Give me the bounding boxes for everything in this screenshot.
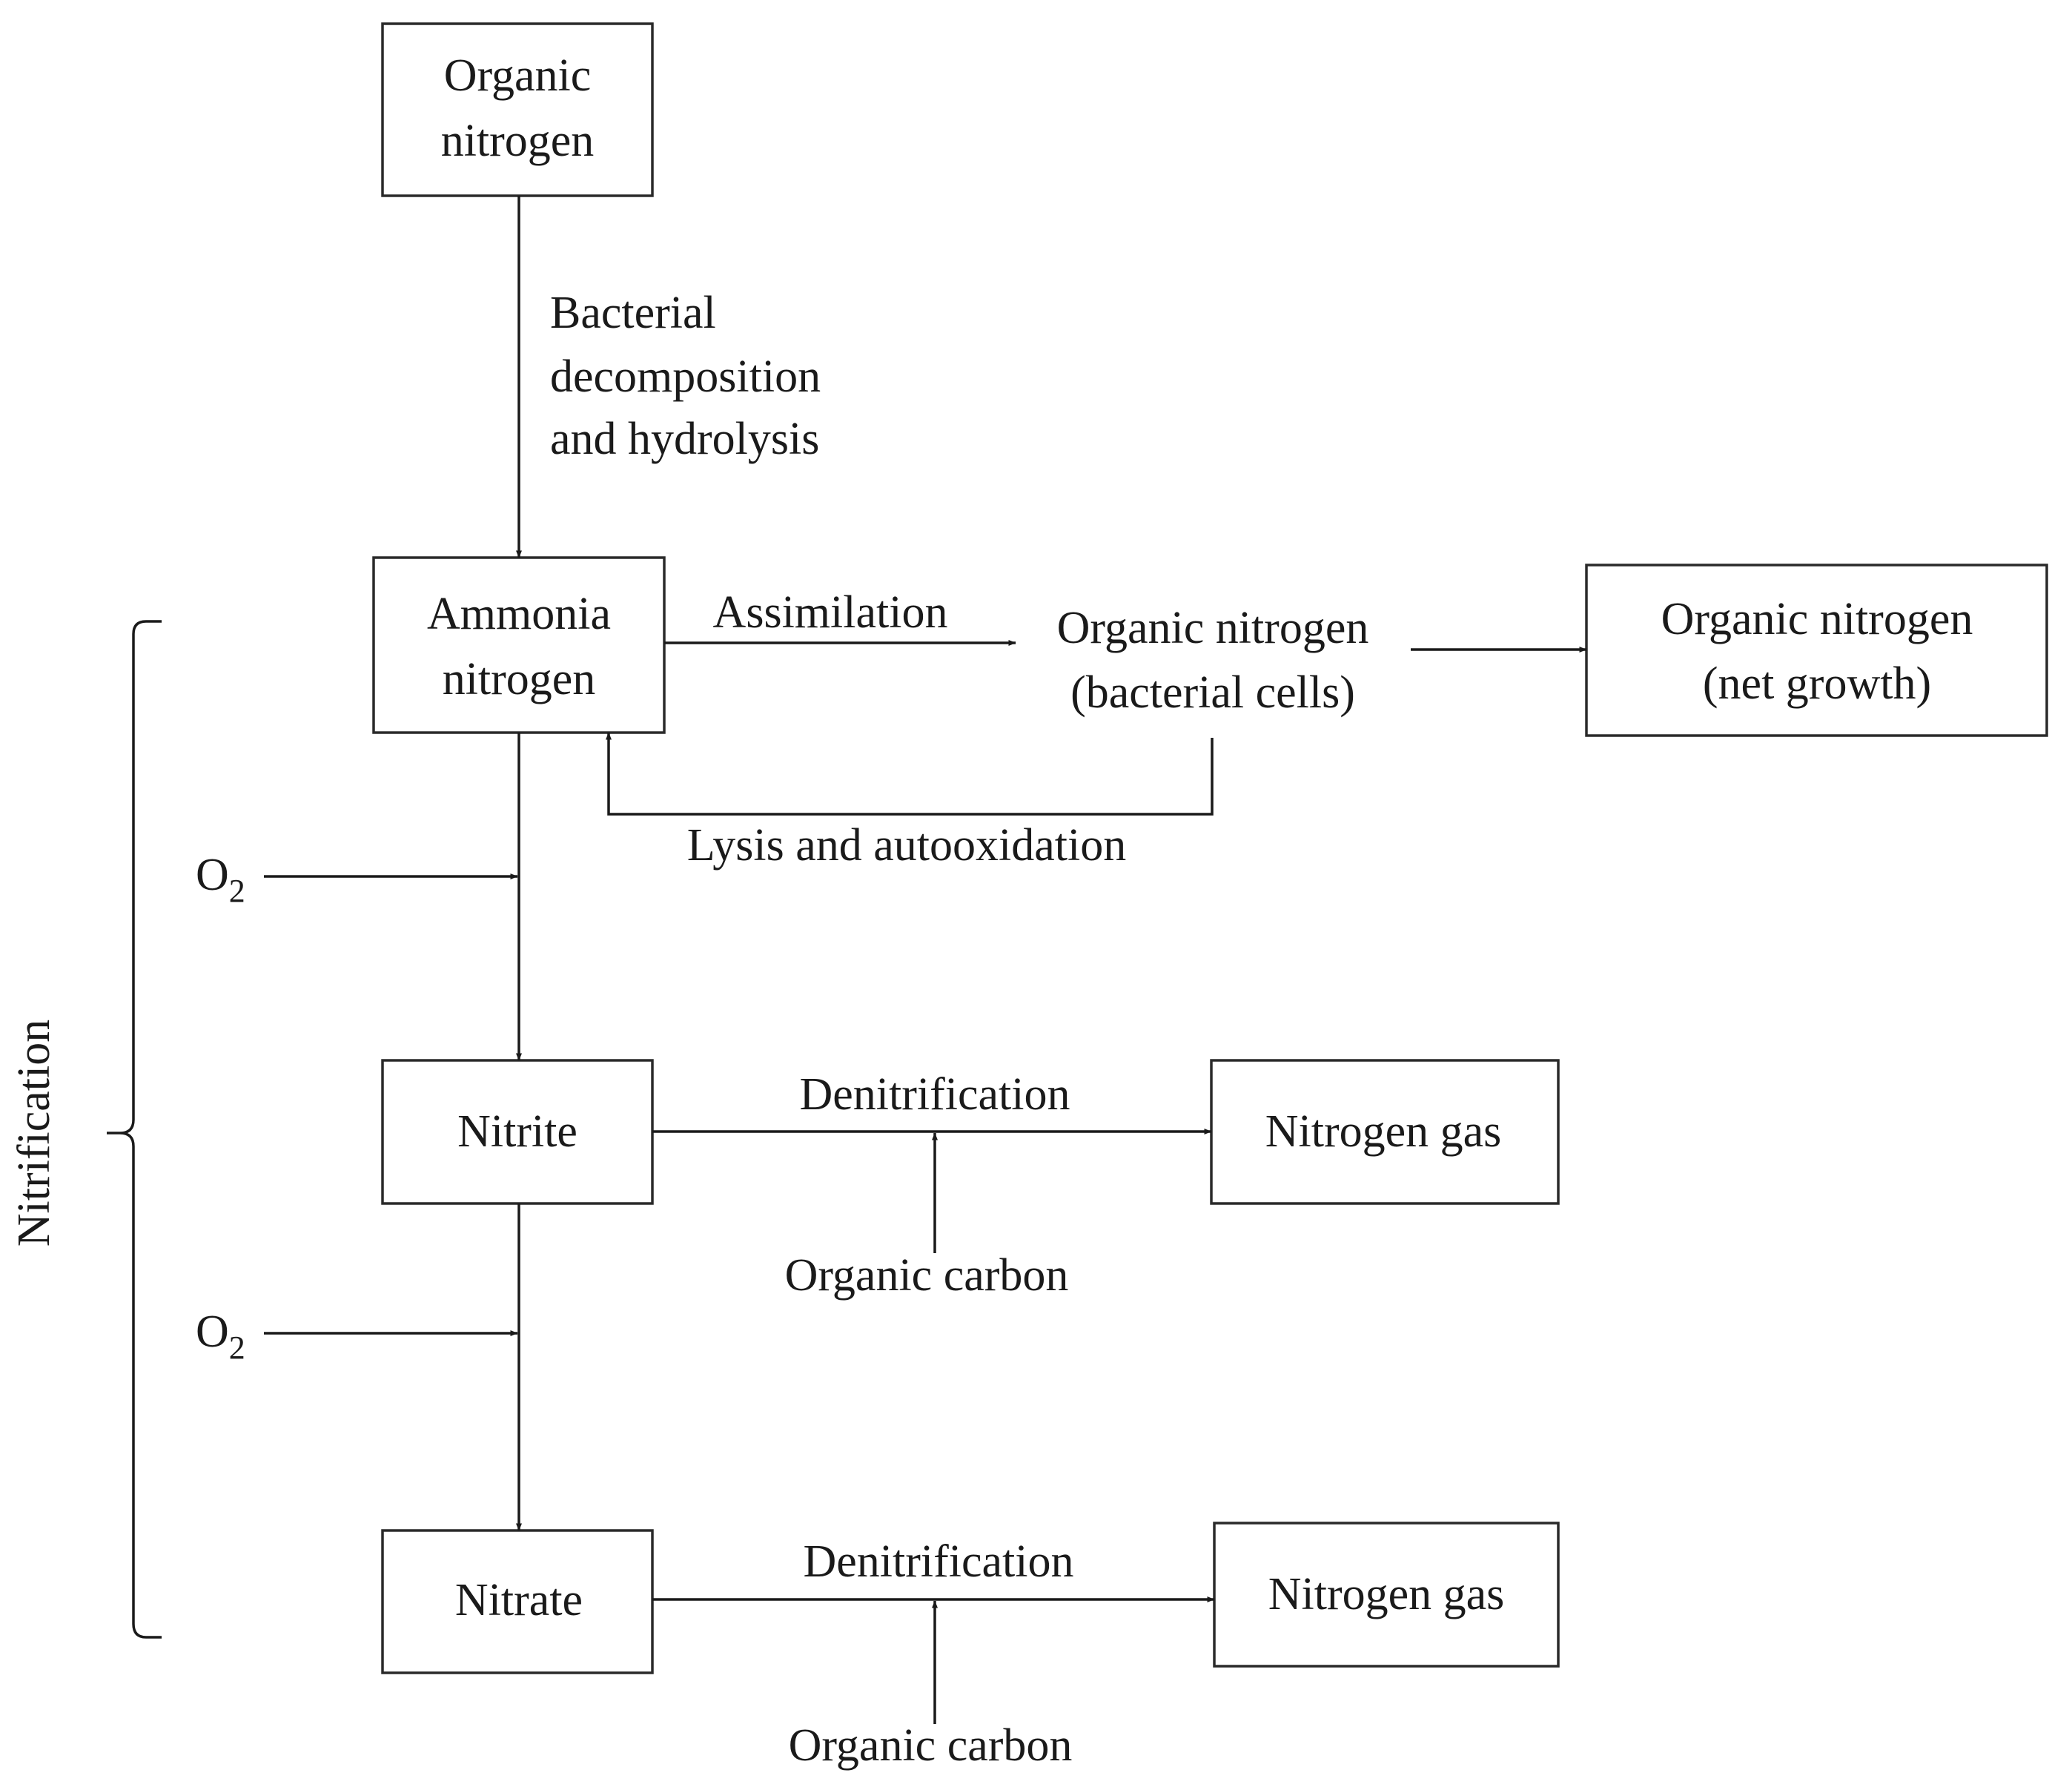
organic-nitrogen-box xyxy=(381,22,654,197)
denitrification-label-1: Denitrification xyxy=(800,1069,1070,1120)
ammonia-nitrogen-label-line2: nitrogen xyxy=(443,654,596,704)
denitrification-label-2: Denitrification xyxy=(804,1536,1074,1587)
o2-label-2-sub: 2 xyxy=(229,1330,245,1366)
nitrate-label: Nitrate xyxy=(455,1575,583,1625)
nitrification-label: Nitrification xyxy=(9,1020,59,1246)
nitrite-box xyxy=(381,1059,654,1205)
bacterial-decomposition-label-line2: decomposition xyxy=(550,351,821,402)
ammonia-nitrogen-label: Ammonia xyxy=(427,589,611,639)
o2-label-2: O2 xyxy=(196,1307,245,1366)
o2-label-1-base: O xyxy=(196,850,229,900)
net-growth-label-line2: (net growth) xyxy=(1703,658,1931,709)
o2-label-1-sub: 2 xyxy=(229,873,245,909)
ammonia-nitrogen-box xyxy=(372,556,666,734)
o2-label-1: O2 xyxy=(196,850,245,909)
organic-nitrogen-label: Organic xyxy=(444,50,592,101)
nitrogen-gas-box-1 xyxy=(1210,1059,1560,1205)
bacterial-decomposition-label: Bacterial xyxy=(550,288,716,338)
arrow-lysis-return xyxy=(606,732,1214,816)
bacterial-cells-label-line2: (bacterial cells) xyxy=(1070,667,1355,718)
nitrogen-gas-label-1: Nitrogen gas xyxy=(1265,1106,1502,1157)
nitrogen-gas-label-2: Nitrogen gas xyxy=(1268,1569,1505,1619)
nitrite-label: Nitrite xyxy=(457,1106,577,1157)
net-growth-box xyxy=(1585,564,2048,737)
bacterial-cells-label: Organic nitrogen xyxy=(1057,603,1369,653)
o2-label-2-base: O xyxy=(196,1307,229,1357)
organic-nitrogen-label-line2: nitrogen xyxy=(441,116,595,166)
nitrification-bracket xyxy=(107,620,162,1639)
organic-carbon-label-2: Organic carbon xyxy=(789,1720,1073,1771)
bacterial-decomposition-label-line3: and hydrolysis xyxy=(550,414,819,464)
nitrogen-gas-box-2 xyxy=(1213,1522,1560,1668)
net-growth-label: Organic nitrogen xyxy=(1661,594,1973,644)
organic-carbon-label-1: Organic carbon xyxy=(785,1250,1069,1301)
assimilation-label: Assimilation xyxy=(713,587,948,638)
lysis-label: Lysis and autooxidation xyxy=(687,820,1126,871)
